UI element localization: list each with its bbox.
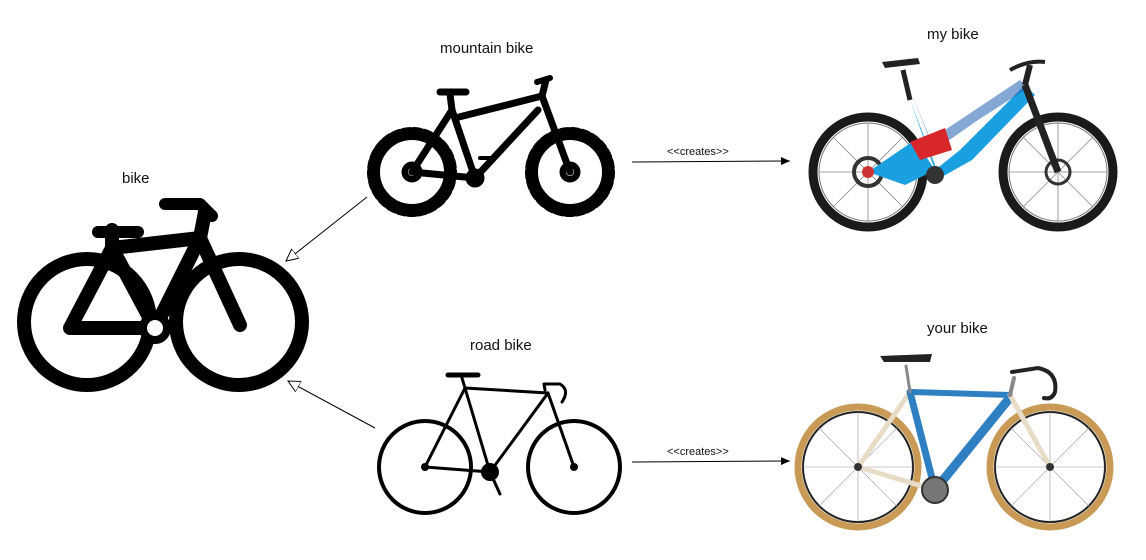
creates-arrow-mountain-to-my-bike xyxy=(631,157,791,166)
road-bike-label: road bike xyxy=(470,337,532,354)
road-bike-icon xyxy=(377,372,622,515)
mountain-bike-label: mountain bike xyxy=(440,40,534,57)
creates-arrow-road-to-your-bike xyxy=(631,457,791,466)
generic-bike-icon xyxy=(17,198,309,392)
your-bike-label: your bike xyxy=(927,320,988,337)
creates-label-bottom: <<creates>> xyxy=(667,446,729,458)
creates-label-top: <<creates>> xyxy=(667,146,729,158)
mountain-bike-icon xyxy=(367,75,615,217)
blue-full-suspension-mountain-bike-photo xyxy=(808,58,1118,232)
my-bike-label: my bike xyxy=(927,26,979,43)
inheritance-arrow-road-to-bike xyxy=(288,381,376,429)
inheritance-arrow-mountain-to-bike xyxy=(286,196,368,261)
bike-label: bike xyxy=(122,170,150,187)
blue-road-bike-photo xyxy=(794,354,1114,531)
